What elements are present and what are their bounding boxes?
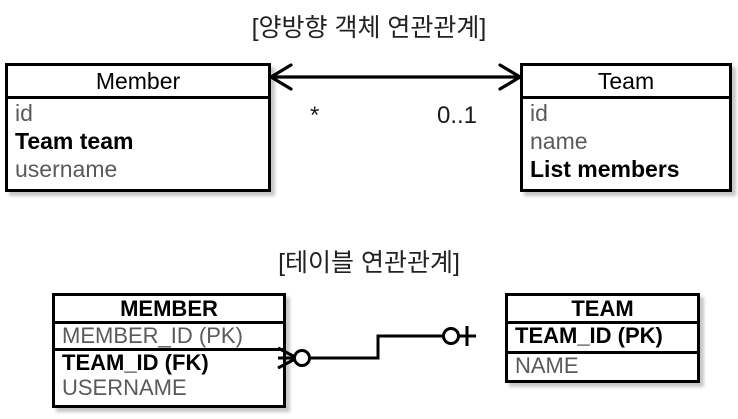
uml-attribute-team-id: id	[530, 100, 548, 126]
er-relationship-line	[306, 334, 445, 360]
uml-attribute-member-team: Team team	[15, 128, 134, 154]
er-zero-circle-team-icon	[442, 327, 460, 345]
uml-multiplicity-target: 0..1	[437, 102, 478, 129]
er-column-member-id: MEMBER_ID (PK)	[62, 323, 243, 348]
er-table-name-member: MEMBER	[55, 296, 283, 324]
er-columns-compartment-team: NAME	[508, 354, 697, 383]
uml-attribute-member-id: id	[15, 100, 33, 126]
uml-class-name-team: Team	[523, 66, 729, 99]
uml-class-name-member: Member	[8, 66, 268, 99]
uml-attribute-team-name: name	[530, 128, 588, 154]
er-column-member-team-id: TEAM_ID (FK)	[62, 350, 209, 375]
er-table-box-member: MEMBER MEMBER_ID (PK) TEAM_ID (FK) USERN…	[52, 293, 286, 408]
er-pk-compartment-team: TEAM_ID (PK)	[508, 324, 697, 354]
er-table-box-team: TEAM TEAM_ID (PK) NAME	[505, 293, 700, 383]
er-relationship-connector	[277, 326, 476, 370]
uml-attribute-team-members: List members	[530, 156, 680, 182]
uml-attributes-member: id Team team username	[8, 99, 268, 189]
uml-section-title: [양방향 객체 연관관계]	[251, 14, 487, 42]
uml-arrowhead-left-icon	[267, 63, 293, 91]
uml-class-box-team: Team id name List members	[520, 63, 732, 192]
er-column-member-username: USERNAME	[62, 375, 187, 400]
uml-attribute-member-username: username	[15, 156, 118, 182]
uml-association-connector	[267, 63, 524, 91]
uml-multiplicity-source: *	[310, 102, 320, 129]
er-column-team-name: NAME	[515, 353, 579, 378]
er-zero-circle-member-icon	[293, 349, 311, 367]
uml-class-box-member: Member id Team team username	[5, 63, 271, 192]
uml-attributes-team: id name List members	[523, 99, 729, 189]
er-column-team-id: TEAM_ID (PK)	[515, 323, 663, 348]
er-table-name-team: TEAM	[508, 296, 697, 324]
er-columns-compartment-member: TEAM_ID (FK) USERNAME	[55, 351, 283, 408]
er-section-title: [테이블 연관관계]	[278, 249, 460, 277]
er-pk-compartment-member: MEMBER_ID (PK)	[55, 324, 283, 351]
uml-arrowhead-right-icon	[498, 63, 524, 91]
